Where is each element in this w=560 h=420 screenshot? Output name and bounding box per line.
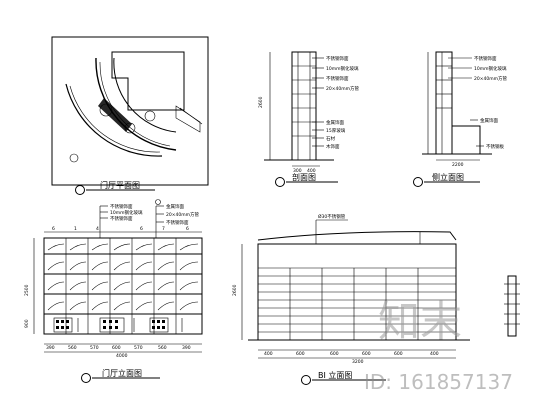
svg-text:不锈钢饰面: 不锈钢饰面 [326,75,349,82]
svg-text:300: 300 [293,168,302,174]
section-b-view: 2200 不锈钢饰面 10mm钢化玻璃 20×40mm方管 金属饰面 不锈钢板 … [413,51,507,187]
svg-text:4000: 4000 [116,353,128,359]
svg-text:6: 6 [140,226,143,232]
svg-text:金属饰面: 金属饰面 [480,117,498,124]
watermark: 知末 ID: 161857137 [364,297,513,394]
section-a-title: 剖面图 [292,172,316,182]
svg-text:400: 400 [430,351,439,357]
svg-text:木饰面: 木饰面 [326,143,340,150]
svg-text:不锈钢饰面: 不锈钢饰面 [166,219,189,226]
svg-text:560: 560 [68,345,77,351]
svg-text:不锈钢饰面: 不锈钢饰面 [326,55,349,62]
svg-text:不锈钢饰面: 不锈钢饰面 [110,215,133,222]
svg-text:2600: 2600 [258,96,264,108]
svg-text:金属饰面: 金属饰面 [326,119,344,126]
svg-text:金属饰面: 金属饰面 [166,203,184,210]
svg-text:900: 900 [24,319,30,328]
svg-text:570: 570 [90,345,99,351]
elevation-b-title: BI 立面图 [318,370,352,380]
svg-text:390: 390 [46,345,55,351]
section-a-view: 2600 300 400 不锈钢饰面 10mm钢化玻璃 不锈钢饰面 20×40m… [258,51,359,187]
svg-text:不锈钢板: 不锈钢板 [486,143,504,150]
tube-label: Ø30不锈钢管 [318,213,346,220]
watermark-id: ID: 161857137 [364,370,513,394]
svg-text:400: 400 [264,351,273,357]
svg-text:600: 600 [394,351,403,357]
svg-text:400: 400 [307,168,316,174]
svg-text:3200: 3200 [352,359,364,365]
svg-text:600: 600 [362,351,371,357]
section-b-title: 侧立面图 [432,172,464,182]
elevation-a-title: 门厅立面图 [102,368,142,378]
plan-title: 门厅平面图 [100,180,140,190]
svg-text:2500: 2500 [24,284,30,296]
svg-text:石材: 石材 [326,135,335,142]
svg-text:390: 390 [182,345,191,351]
svg-text:6: 6 [186,226,189,232]
svg-text:570: 570 [134,345,143,351]
svg-text:600: 600 [296,351,305,357]
svg-text:6: 6 [52,226,55,232]
svg-text:10mm钢化玻璃: 10mm钢化玻璃 [110,209,143,216]
svg-text:20×40mm方管: 20×40mm方管 [166,211,199,218]
svg-text:15厚玻璃: 15厚玻璃 [326,127,346,134]
plan-view: 门厅平面图 [51,36,209,195]
svg-text:7: 7 [162,226,165,232]
elevation-b-view: 2600 Ø30不锈钢管 400 600 600 600 600 400 320… [232,213,520,385]
watermark-brand: 知末 [378,297,462,346]
svg-text:2200: 2200 [452,162,464,168]
svg-text:20×40mm方管: 20×40mm方管 [326,85,359,92]
svg-text:1: 1 [74,226,77,232]
svg-text:2600: 2600 [232,284,238,296]
elevation-a-view: 2500 900 6 1 4 6 7 6 不锈钢饰面 10mm钢化玻璃 不锈钢饰… [24,199,203,383]
svg-text:20×40mm方管: 20×40mm方管 [474,75,507,82]
svg-text:560: 560 [158,345,167,351]
svg-text:10mm钢化玻璃: 10mm钢化玻璃 [326,65,359,72]
svg-text:不锈钢饰面: 不锈钢饰面 [474,55,497,62]
svg-text:600: 600 [112,345,121,351]
svg-text:600: 600 [330,351,339,357]
svg-text:10mm钢化玻璃: 10mm钢化玻璃 [474,65,507,72]
svg-text:4: 4 [96,226,99,232]
svg-text:不锈钢饰面: 不锈钢饰面 [110,203,133,210]
